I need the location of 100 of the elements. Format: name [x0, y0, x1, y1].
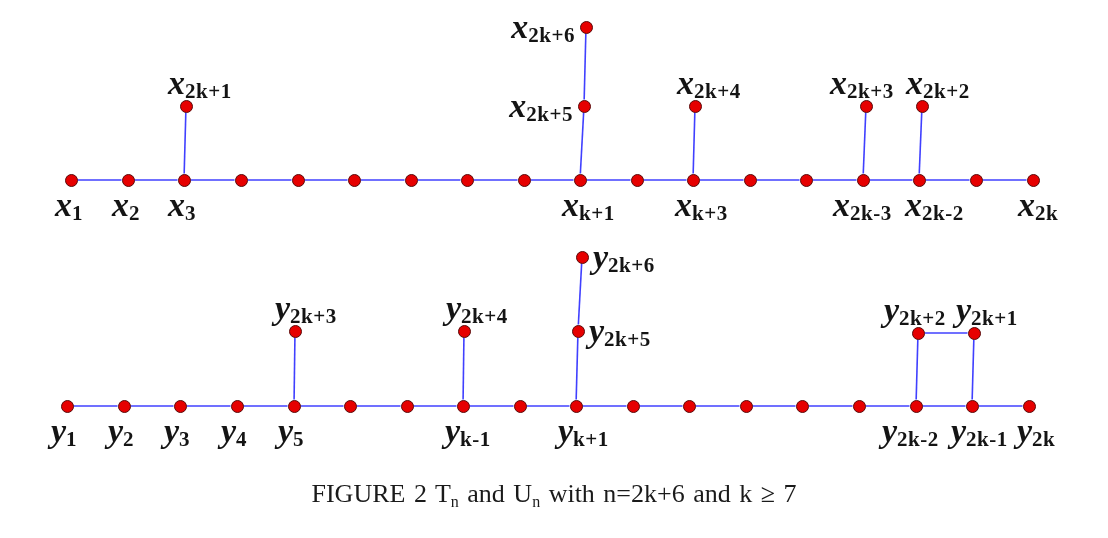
vertex-label: x$_{2k-2}$: [905, 188, 964, 222]
vertex-label: x$_{k+1}$: [562, 188, 615, 222]
graph-edge: [129, 405, 175, 407]
graph-edge: [183, 111, 187, 175]
graph-edge: [692, 111, 696, 175]
figure-caption: FIGURE 2 T$_{n}$ and U$_{n}$ with n=2k+6 and k ≥ 7: [311, 478, 797, 510]
vertex-dot: [230, 399, 244, 413]
graph-edge: [698, 179, 745, 181]
graph-edge: [694, 405, 741, 407]
graph-edge: [577, 262, 583, 326]
graph-edge: [472, 179, 519, 181]
graph-edge: [412, 405, 458, 407]
graph-edge: [751, 405, 797, 407]
vertex-dot: [969, 173, 983, 187]
vertex-dot: [739, 399, 753, 413]
vertex-label: x$_{2}$: [112, 188, 140, 222]
graph-edge: [299, 405, 345, 407]
graph-edge: [864, 405, 911, 407]
graph-edge: [921, 405, 967, 407]
graph-edge: [525, 405, 571, 407]
vertex-dot: [967, 326, 981, 340]
vertex-dot: [859, 99, 873, 113]
graph-edge: [355, 405, 402, 407]
graph-edge: [416, 179, 462, 181]
vertex-dot: [291, 173, 305, 187]
vertex-dot: [1026, 173, 1040, 187]
vertex-label: x$_{2k-3}$: [833, 188, 892, 222]
graph-edge: [575, 336, 579, 401]
graph-edge: [924, 179, 971, 181]
vertex-dot: [343, 399, 357, 413]
vertex-dot: [571, 324, 585, 338]
vertex-label: x$_{2k+2}$: [906, 66, 970, 100]
vertex-dot: [912, 173, 926, 187]
vertex-dot: [121, 173, 135, 187]
graph-edge: [585, 179, 632, 181]
vertex-dot: [456, 399, 470, 413]
graph-edge: [981, 179, 1028, 181]
vertex-dot: [513, 399, 527, 413]
graph-edge: [807, 405, 854, 407]
graph-edge: [923, 332, 969, 334]
vertex-label: x$_{2k}$: [1018, 188, 1059, 222]
vertex-dot: [795, 399, 809, 413]
graph-edge: [579, 111, 585, 175]
graph-edge: [862, 111, 867, 175]
graph-edge: [811, 179, 858, 181]
vertex-dot: [686, 173, 700, 187]
graph-edge: [242, 405, 289, 407]
vertex-dot: [400, 399, 414, 413]
vertex-dot: [569, 399, 583, 413]
graph-edge: [293, 336, 296, 401]
vertex-dot: [856, 173, 870, 187]
graph-edge: [359, 179, 406, 181]
graph-edge: [638, 405, 684, 407]
vertex-dot: [682, 399, 696, 413]
graph-edge: [868, 179, 914, 181]
vertex-dot: [799, 173, 813, 187]
graph-edge: [977, 405, 1024, 407]
vertex-dot: [577, 99, 591, 113]
vertex-dot: [60, 399, 74, 413]
vertex-dot: [626, 399, 640, 413]
vertex-dot: [573, 173, 587, 187]
vertex-dot: [909, 399, 923, 413]
graph-edge: [72, 405, 119, 407]
vertex-dot: [288, 324, 302, 338]
vertex-dot: [965, 399, 979, 413]
vertex-dot: [173, 399, 187, 413]
vertex-dot: [1022, 399, 1036, 413]
vertex-dot: [911, 326, 925, 340]
graph-edge: [918, 111, 923, 175]
graph-edge: [755, 179, 801, 181]
graph-edge: [76, 179, 123, 181]
vertex-dot: [579, 20, 593, 34]
graph-edge: [915, 338, 919, 401]
graph-edge: [583, 32, 587, 101]
vertex-label: x$_{1}$: [55, 188, 83, 222]
vertex-dot: [460, 173, 474, 187]
vertex-dot: [575, 250, 589, 264]
graph-edge: [642, 179, 688, 181]
vertex-dot: [287, 399, 301, 413]
graph-edge: [581, 405, 628, 407]
vertex-dot: [117, 399, 131, 413]
graph-edge: [185, 405, 232, 407]
graph-edge: [462, 336, 465, 401]
vertex-dot: [743, 173, 757, 187]
vertex-dot: [517, 173, 531, 187]
vertex-label: x$_{2k+1}$: [168, 66, 232, 100]
vertex-label: x$_{k+3}$: [675, 188, 728, 222]
graph-edge: [971, 338, 975, 401]
graph-edge: [529, 179, 575, 181]
vertex-label: x$_{2k+6}$: [511, 10, 575, 44]
vertex-label: x$_{3}$: [168, 188, 196, 222]
vertex-dot: [404, 173, 418, 187]
vertex-label: x$_{2k+3}$: [830, 66, 894, 100]
vertex-label: x$_{2k+5}$: [509, 89, 573, 123]
vertex-dot: [179, 99, 193, 113]
graph-edge: [246, 179, 293, 181]
graph-edge: [133, 179, 179, 181]
vertex-dot: [915, 99, 929, 113]
vertex-dot: [347, 173, 361, 187]
vertex-dot: [852, 399, 866, 413]
